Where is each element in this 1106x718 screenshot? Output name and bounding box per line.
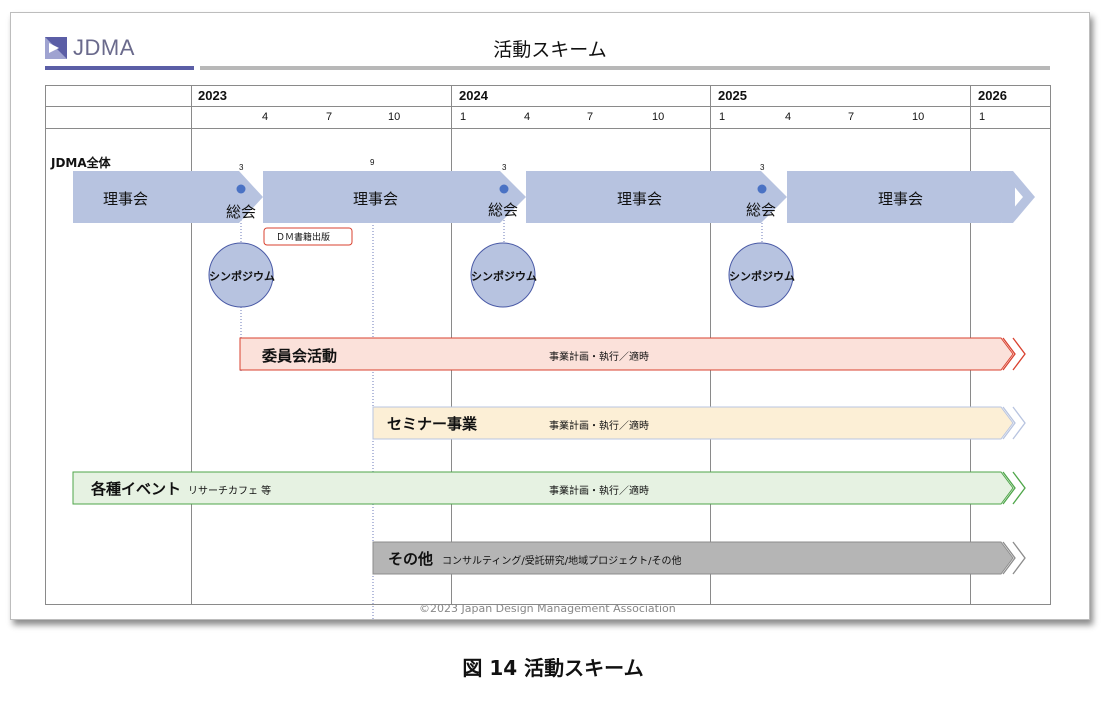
month-label: 1 [460, 111, 467, 123]
grid-row-divider [46, 128, 1050, 129]
events-chevron [1002, 471, 1016, 505]
year-2026: 2026 [978, 88, 1007, 103]
month-label: 10 [652, 111, 665, 123]
month-label: 7 [848, 111, 855, 123]
month-label: 4 [262, 111, 269, 123]
committee-desc: 事業計画・執行／適時 [549, 352, 649, 363]
events-bar [72, 471, 1014, 505]
other-desc: コンサルティング/受託研究/地域プロジェクト/その他 [442, 556, 682, 567]
board-label: 理事会 [353, 190, 399, 208]
logo-text: JDMA [73, 35, 135, 60]
general-meeting-label: 総会 [226, 203, 257, 221]
events-title: 各種イベント [91, 480, 182, 498]
header-rule [200, 66, 1050, 70]
events-sub: リサーチカフェ 等 [188, 486, 272, 497]
book-publication-label: ＤＭ書籍出版 [276, 233, 331, 243]
seminar-chevron [1002, 406, 1016, 440]
page-title: 活動スキーム [493, 39, 607, 61]
year-2023: 2023 [198, 88, 227, 103]
month-label: 1 [719, 111, 726, 123]
board-arrow-2 [263, 171, 526, 223]
month-label: 7 [326, 111, 333, 123]
slide: JDMA 活動スキーム 2023 2024 2025 2026 4 7 10 1… [10, 12, 1090, 620]
seminar-chevron [1012, 406, 1026, 440]
seminar-desc: 事業計画・執行／適時 [549, 421, 649, 432]
committee-title: 委員会活動 [262, 347, 338, 365]
board-label: 理事会 [878, 190, 924, 208]
month-label: 1 [979, 111, 986, 123]
committee-bar [239, 337, 1014, 371]
seminar-title: セミナー事業 [387, 415, 478, 433]
committee-chevron [1002, 337, 1016, 371]
board-arrow-3 [526, 171, 787, 223]
other-bar [372, 541, 1014, 575]
grid-col-2023 [191, 86, 192, 604]
seminar-bar [372, 406, 1014, 440]
general-meeting-dot [236, 184, 246, 194]
year-2024: 2024 [459, 88, 488, 103]
header-rule-accent [45, 66, 194, 70]
symposium-circle [470, 242, 536, 308]
board-arrow-4 [787, 171, 1015, 223]
section-label: JDMA全体 [51, 156, 111, 170]
general-meeting-dot [499, 184, 509, 194]
committee-chevron [1012, 337, 1026, 371]
year-2025: 2025 [718, 88, 747, 103]
board-label: 理事会 [617, 190, 663, 208]
month-label: 10 [388, 111, 401, 123]
meeting-month-marker: 3 [760, 163, 765, 172]
board-arrow-1 [73, 171, 263, 223]
other-title: その他 [388, 550, 434, 568]
publication-month-marker: 9 [370, 158, 375, 167]
general-meeting-dot [757, 184, 767, 194]
symposium-circle [728, 242, 794, 308]
month-label: 4 [785, 111, 792, 123]
jdma-logo-icon [45, 37, 67, 59]
meeting-month-marker: 3 [502, 163, 507, 172]
events-desc: 事業計画・執行／適時 [549, 486, 649, 497]
month-label: 4 [524, 111, 531, 123]
symposium-label: シンポジウム [729, 270, 795, 283]
grid-row-divider [46, 106, 1050, 107]
events-chevron [1012, 471, 1026, 505]
general-meeting-label: 総会 [488, 201, 519, 219]
month-label: 10 [912, 111, 925, 123]
month-label: 7 [587, 111, 594, 123]
board-label: 理事会 [103, 190, 149, 208]
other-chevron [1012, 541, 1026, 575]
other-chevron [1002, 541, 1016, 575]
symposium-circle [208, 242, 274, 308]
symposium-label: シンポジウム [471, 270, 537, 283]
symposium-label: シンポジウム [209, 270, 275, 283]
figure-caption: 図 14 活動スキーム [462, 656, 644, 680]
scheme-diagram [72, 171, 1035, 619]
meeting-month-marker: 3 [239, 163, 244, 172]
book-publication-box [263, 227, 353, 246]
general-meeting-label: 総会 [746, 201, 777, 219]
copyright: ©2023 Japan Design Management Associatio… [419, 602, 676, 615]
board-arrow-tail [1001, 171, 1035, 223]
